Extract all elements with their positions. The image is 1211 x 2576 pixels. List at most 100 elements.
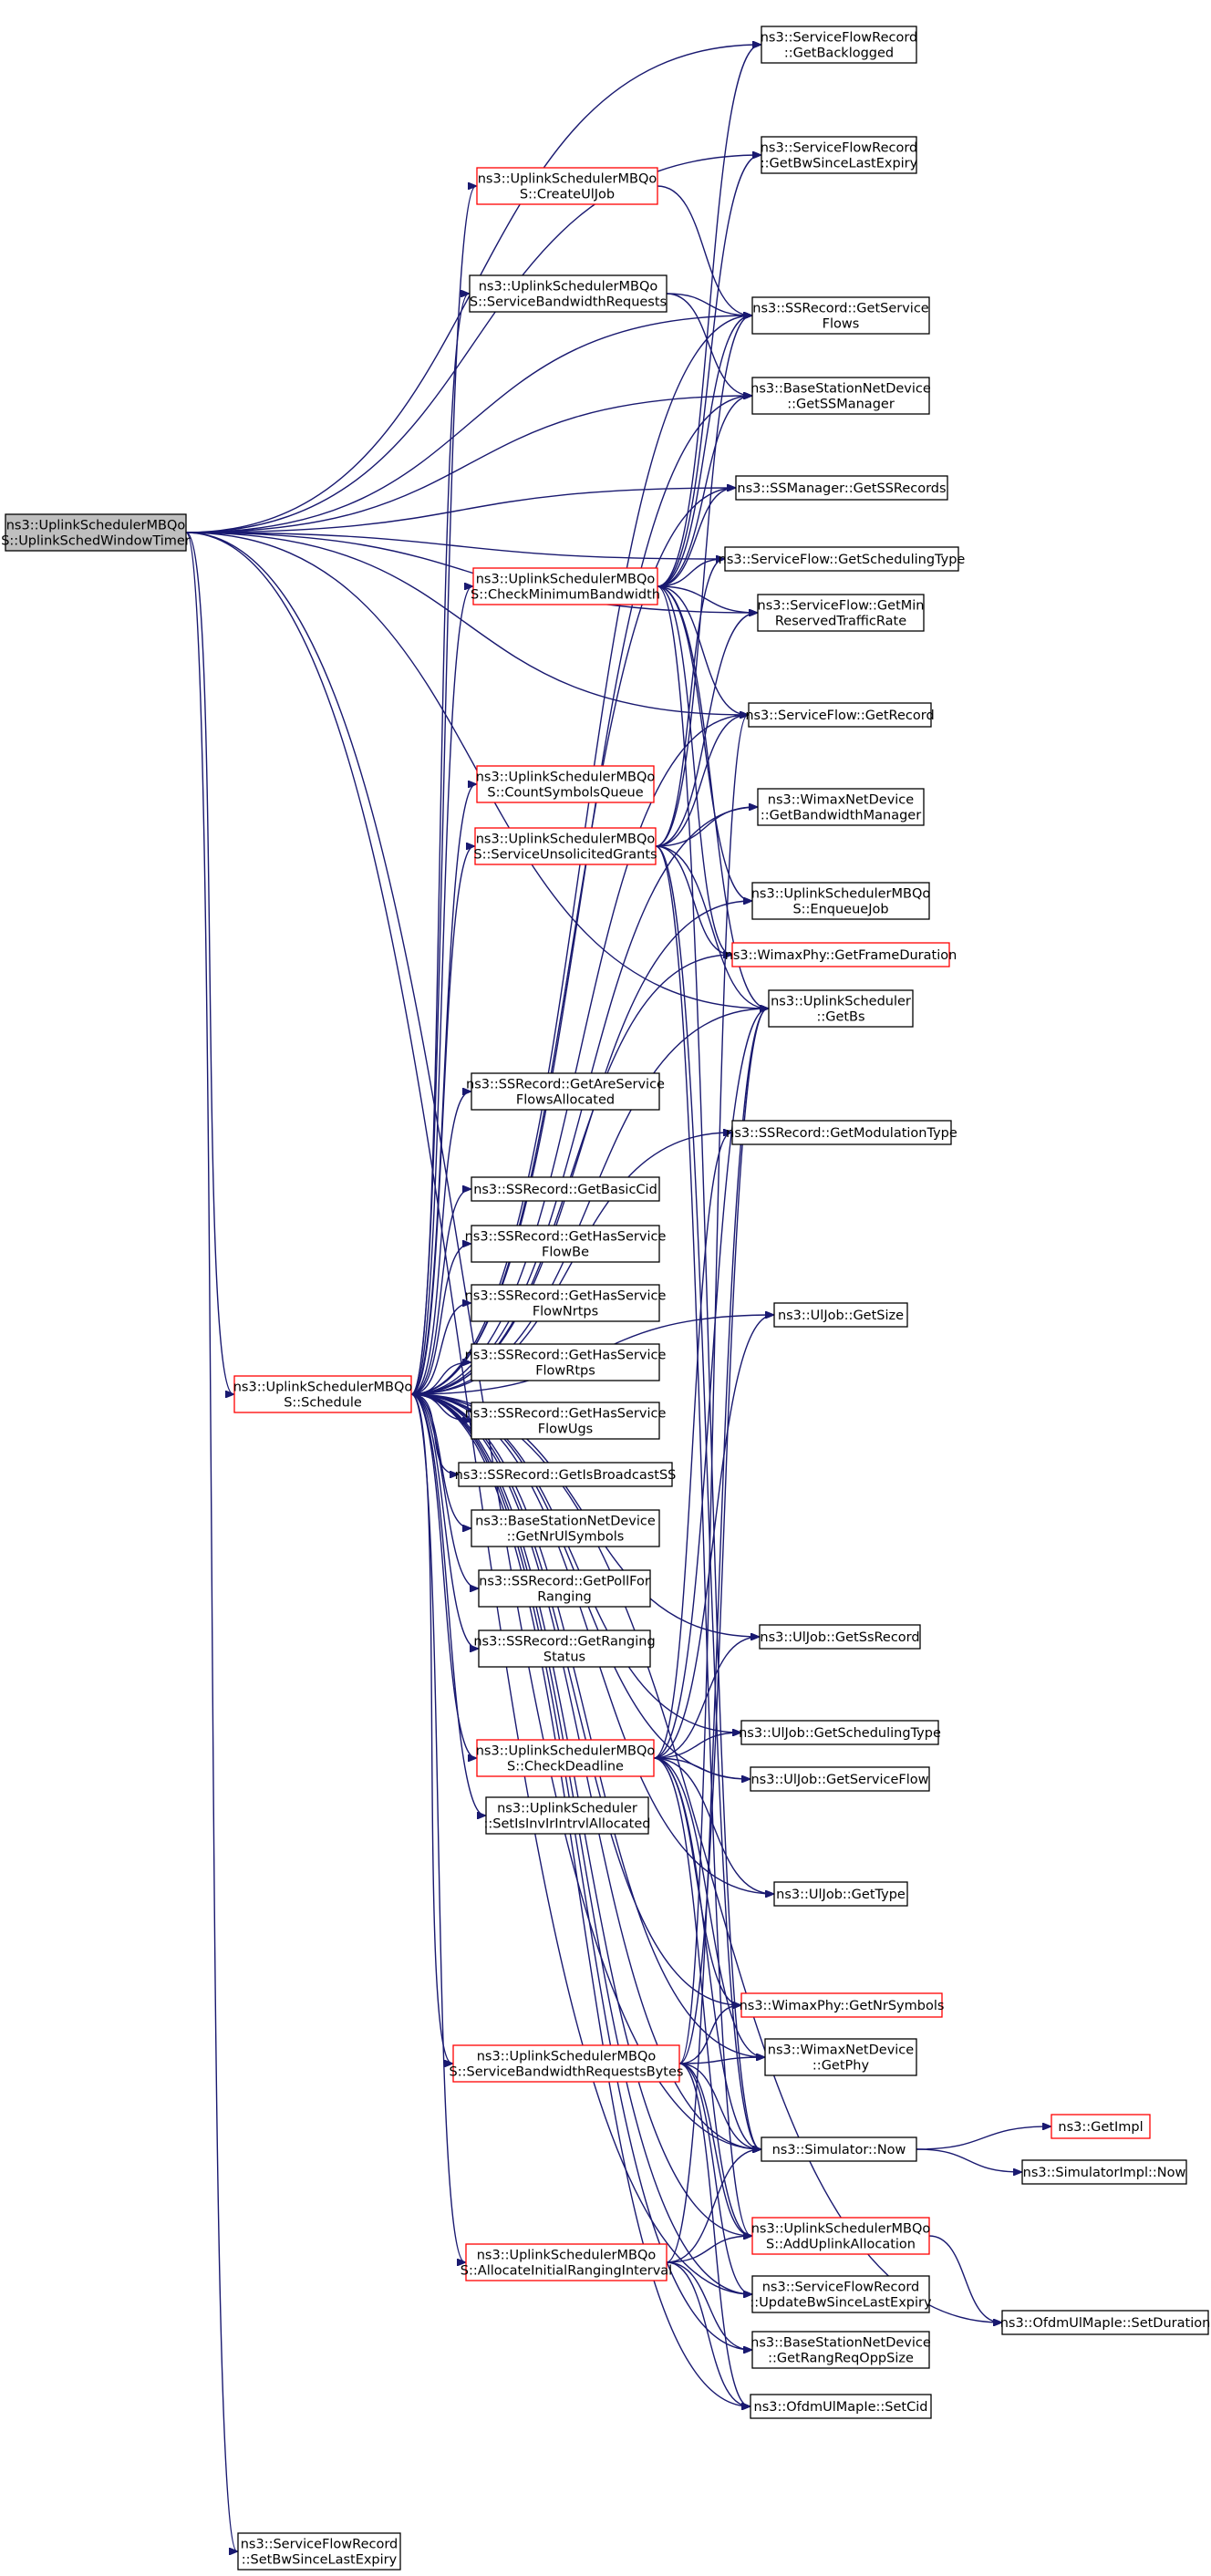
- node-ss-getareflows[interactable]: ns3::SSRecord::GetAreServiceFlowsAllocat…: [466, 1072, 665, 1111]
- node-box: [759, 1624, 921, 1650]
- node-checkminbw[interactable]: ns3::UplinkSchedulerMBQoS::CheckMinimumB…: [471, 567, 660, 605]
- node-label: ns3::UlJob::GetSize: [778, 1309, 904, 1323]
- edge-checkdeadline-to-ss_getmodtype: [653, 1133, 731, 1759]
- node-label: ns3::OfdmUlMapIe::SetDuration: [1000, 2316, 1211, 2331]
- edge-schedule-to-svcunsolicited: [410, 846, 474, 1395]
- node-bs-getnrul[interactable]: ns3::BaseStationNetDevice::GetNrUlSymbol…: [471, 1509, 660, 1547]
- node-label: ns3::SSRecord::GetAreService: [466, 1078, 665, 1092]
- node-label: ns3::SSRecord::GetBasicCid: [473, 1183, 657, 1197]
- node-label: ns3::ServiceFlowRecord: [761, 141, 918, 156]
- node-box: [761, 2136, 917, 2162]
- node-wnd-getbwmgr[interactable]: ns3::WimaxNetDevice::GetBandwidthManager: [757, 788, 925, 826]
- node-box: [485, 1796, 649, 1835]
- edge-root-to-sf_getminrate: [185, 532, 757, 613]
- node-sf-getminrate[interactable]: ns3::ServiceFlow::GetMinReservedTrafficR…: [757, 594, 925, 632]
- node-ss-getmodtype[interactable]: ns3::SSRecord::GetModulationType: [726, 1120, 957, 1145]
- node-sfr-setbwsince[interactable]: ns3::ServiceFlowRecord::SetBwSinceLastEx…: [237, 2532, 401, 2571]
- node-sfr-getbwsince[interactable]: ns3::ServiceFlowRecord::GetBwSinceLastEx…: [761, 136, 918, 174]
- node-us-setisinv[interactable]: ns3::UplinkScheduler::SetIsInvIrIntrvlAl…: [484, 1796, 651, 1835]
- node-label: Status: [543, 1650, 585, 1665]
- node-uljob-getsize[interactable]: ns3::UlJob::GetSize: [773, 1302, 908, 1328]
- node-countsymbols[interactable]: ns3::UplinkSchedulerMBQoS::CountSymbolsQ…: [476, 765, 656, 803]
- node-ofdm-setduration[interactable]: ns3::OfdmUlMapIe::SetDuration: [1000, 2310, 1211, 2335]
- node-box: [465, 2243, 668, 2281]
- node-box: [237, 2532, 401, 2571]
- node-ss-isbroadcast[interactable]: ns3::SSRecord::GetIsBroadcastSS: [455, 1462, 677, 1487]
- node-label: ns3::UplinkSchedulerMBQo: [233, 1381, 413, 1395]
- node-label: S::CountSymbolsQueue: [487, 786, 643, 801]
- edge-checkminbw-to-sf_getschedtype: [657, 559, 724, 587]
- edge-allocranging-to-sim_now: [666, 2149, 761, 2263]
- node-box: [764, 2038, 917, 2076]
- node-label: ns3::OfdmUlMapIe::SetCid: [754, 2400, 928, 2415]
- node-adduplink[interactable]: ns3::UplinkSchedulerMBQoS::AddUplinkAllo…: [751, 2217, 931, 2255]
- node-sf-getrecord[interactable]: ns3::ServiceFlow::GetRecord: [745, 702, 935, 728]
- edge-schedule-to-us_setisinv: [410, 1393, 485, 1816]
- node-box: [471, 1072, 660, 1111]
- node-label: ns3::UplinkSchedulerMBQo: [477, 2249, 657, 2263]
- node-box: [233, 1375, 412, 1413]
- edge-svcunsolicited-to-ss_getsvcflows: [655, 316, 751, 847]
- edge-root-to-sf_getrecord: [185, 532, 748, 715]
- node-svcunsolicited[interactable]: ns3::UplinkSchedulerMBQoS::ServiceUnsoli…: [473, 827, 657, 865]
- node-label: S::CreateUlJob: [520, 188, 615, 202]
- node-box: [773, 1881, 908, 1907]
- edge-checkminbw-to-us_getbs: [657, 585, 768, 1009]
- node-label: ns3::UplinkSchedulerMBQo: [476, 771, 656, 785]
- edge-schedule-to-ss_hasbe: [410, 1244, 471, 1395]
- node-wnd-getphy[interactable]: ns3::WimaxNetDevice::GetPhy: [764, 2038, 917, 2076]
- node-svcbwreqbytes[interactable]: ns3::UplinkSchedulerMBQoS::ServiceBandwi…: [450, 2044, 684, 2083]
- edge-allocranging-to-adduplink: [666, 2236, 751, 2263]
- node-label: ns3::ServiceFlowRecord: [761, 31, 918, 46]
- node-box: [471, 1402, 660, 1440]
- node-label: ::GetBwSinceLastExpiry: [761, 157, 918, 171]
- node-box: [471, 1509, 660, 1547]
- edge-svcunsolicited-to-sf_getrecord: [655, 715, 748, 847]
- edge-root-to-bs_getssmgr: [185, 396, 751, 533]
- node-phy-getframedur[interactable]: ns3::WimaxPhy::GetFrameDuration: [725, 942, 957, 967]
- node-uljob-getssrecord[interactable]: ns3::UlJob::GetSsRecord: [759, 1624, 921, 1650]
- node-uljob-getschedtype[interactable]: ns3::UlJob::GetSchedulingType: [739, 1720, 941, 1745]
- node-root[interactable]: ns3::UplinkSchedulerMBQoS::UplinkSchedWi…: [1, 513, 191, 552]
- node-ofdm-setcid[interactable]: ns3::OfdmUlMapIe::SetCid: [750, 2394, 932, 2419]
- node-ssmgr-getssrecords[interactable]: ns3::SSManager::GetSSRecords: [735, 475, 948, 501]
- node-getimpl[interactable]: ns3::GetImpl: [1051, 2114, 1151, 2139]
- node-us-getbs[interactable]: ns3::UplinkScheduler::GetBs: [768, 989, 914, 1028]
- node-label: S::AllocateInitialRangingInterval: [461, 2264, 672, 2279]
- node-bs-getssmgr[interactable]: ns3::BaseStationNetDevice::GetSSManager: [750, 377, 931, 415]
- node-sim-now[interactable]: ns3::Simulator::Now: [761, 2136, 917, 2162]
- node-sfr-getbacklogged[interactable]: ns3::ServiceFlowRecord::GetBacklogged: [761, 26, 918, 64]
- node-sf-getschedtype[interactable]: ns3::ServiceFlow::GetSchedulingType: [719, 546, 966, 572]
- node-label: ns3::BaseStationNetDevice: [750, 382, 931, 397]
- node-ss-getbasiccid[interactable]: ns3::SSRecord::GetBasicCid: [471, 1176, 660, 1202]
- edge-svcunsolicited-to-sim_now: [655, 845, 761, 2149]
- node-label: ns3::UplinkSchedulerMBQo: [478, 172, 657, 187]
- edge-schedule-to-ss_getranging: [410, 1393, 478, 1649]
- node-uljob-gettype[interactable]: ns3::UlJob::GetType: [773, 1881, 908, 1907]
- node-box: [773, 1302, 908, 1328]
- node-bs-getrangreq[interactable]: ns3::BaseStationNetDevice::GetRangReqOpp…: [750, 2331, 931, 2369]
- edge-createuljob-to-ss_getsvcflows: [657, 185, 751, 316]
- node-allocranging[interactable]: ns3::UplinkSchedulerMBQoS::AllocateIniti…: [461, 2243, 672, 2281]
- node-sfr-updatebw[interactable]: ns3::ServiceFlowRecord::UpdateBwSinceLas…: [750, 2275, 932, 2313]
- node-simimpl-now[interactable]: ns3::SimulatorImpl::Now: [1021, 2159, 1187, 2185]
- edge-svcbwreqbytes-to-sfr_updatebw: [678, 2063, 751, 2294]
- node-label: S::EnqueueJob: [792, 903, 888, 917]
- node-label: ns3::UplinkSchedulerMBQo: [751, 887, 931, 902]
- node-phy-getnrsymbols[interactable]: ns3::WimaxPhy::GetNrSymbols: [740, 1992, 945, 2018]
- node-svcbwreq[interactable]: ns3::UplinkSchedulerMBQoS::ServiceBandwi…: [469, 274, 668, 313]
- node-uljob-getsvcflow[interactable]: ns3::UlJob::GetServiceFlow: [750, 1766, 930, 1792]
- edge-adduplink-to-ofdm_setduration: [928, 2235, 1001, 2323]
- node-box: [761, 136, 917, 174]
